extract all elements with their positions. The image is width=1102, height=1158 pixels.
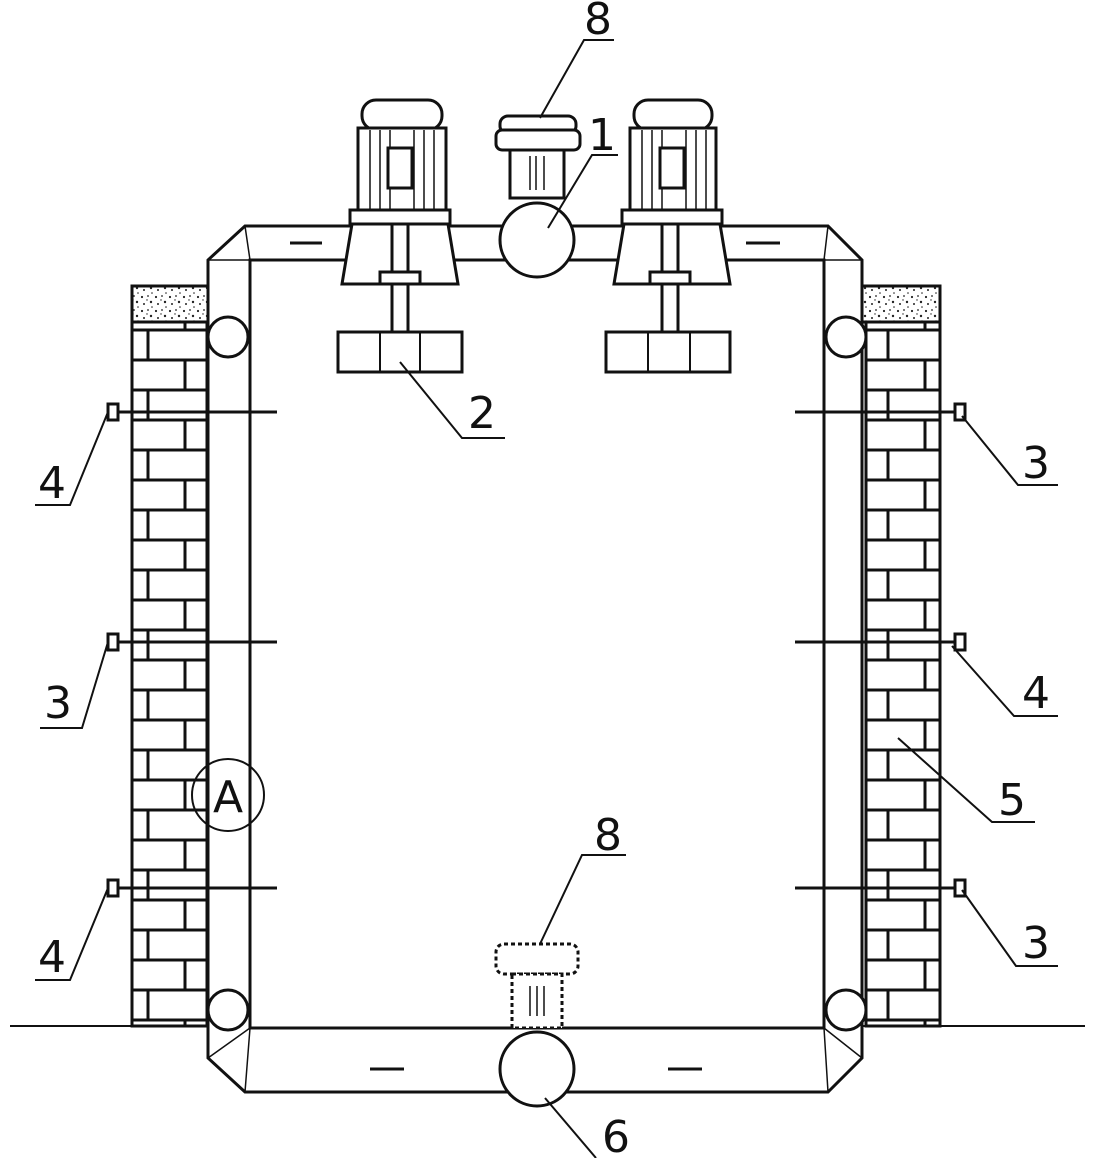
detail-label-a: A [213,772,243,823]
callout-right-upper: 3 [1022,438,1050,489]
callout-top-valve: 1 [588,110,616,161]
callout-bottom-valve: 6 [602,1112,630,1158]
motor-right [604,98,732,374]
callout-brick-wall: 5 [998,775,1026,826]
probes [106,402,967,898]
corner-roller-tr [824,315,868,359]
callout-left-middle: 3 [44,678,72,729]
motor-left [336,98,464,374]
callout-bottom-pump: 8 [594,810,622,861]
brick-wall-right [864,320,942,1028]
detail-circle-a [191,758,265,832]
corner-roller-tl [206,315,250,359]
callout-top-pump: 8 [584,0,612,45]
callout-right-lower: 3 [1022,918,1050,969]
callout-left-lower: 4 [38,932,66,983]
callout-impeller: 2 [468,388,496,439]
top-pump-assembly [494,114,582,279]
brick-wall-left [130,320,209,1028]
callout-right-middle: 4 [1022,668,1050,719]
corner-roller-bl [206,988,250,1032]
circulation-duct [206,224,864,1094]
bottom-pump-assembly [494,942,580,1108]
callout-left-upper: 4 [38,458,66,509]
leader-lines [35,39,1058,1158]
corner-roller-br [824,988,868,1032]
